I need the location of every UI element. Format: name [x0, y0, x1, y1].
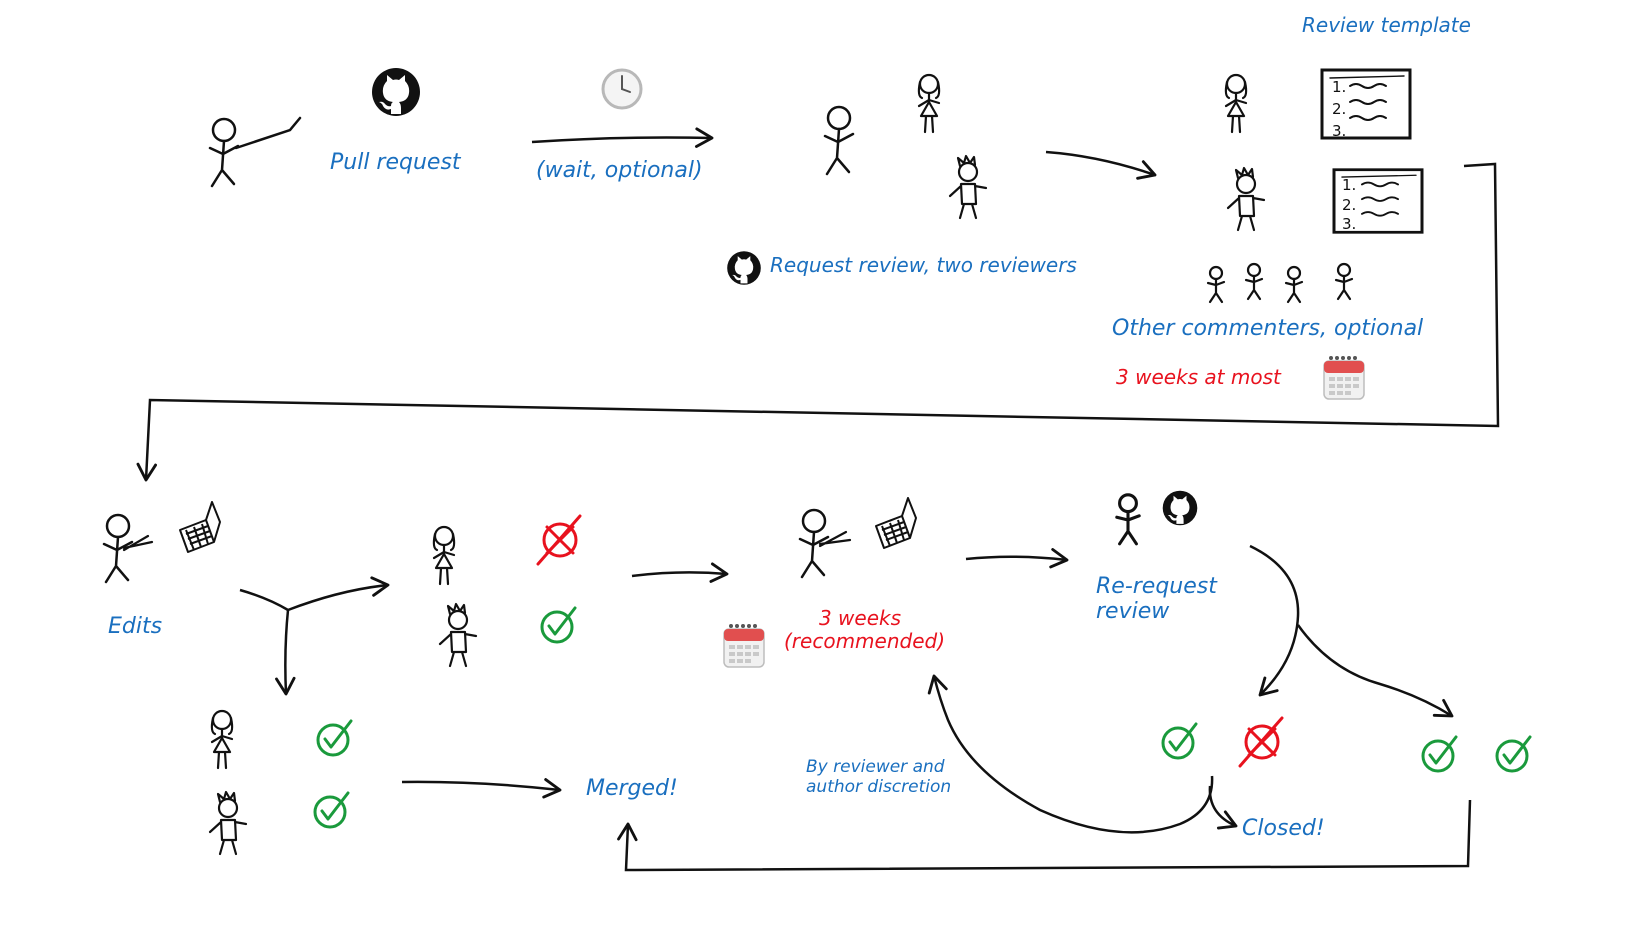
github-icon-rerequest [1162, 490, 1198, 526]
closed-label: Closed! [1242, 816, 1325, 841]
discretion-label: By reviewer and author discretion [806, 757, 952, 797]
crossed-out-icon [536, 514, 582, 566]
split-stem [239, 588, 289, 612]
rerequest-line-1: Re-request [1096, 574, 1217, 599]
author-figure [208, 117, 240, 188]
discretion-line-1: By reviewer and [806, 757, 945, 777]
arrow-to-rerequest [965, 548, 1069, 569]
checkmark-icon [540, 606, 577, 644]
template-1-item-1: 1. [1332, 78, 1346, 96]
template-paper-2: 1. 2. 3. [1332, 168, 1424, 234]
arrow-loop-back [927, 674, 1214, 834]
checkmark-icon-approved-2 [313, 791, 350, 829]
template-paper-1: 1. 2. 3. [1320, 68, 1412, 140]
commenter-figure-4 [1334, 262, 1354, 301]
arrow-to-review [1045, 150, 1157, 180]
laptop-icon-2 [875, 497, 917, 549]
author-revising-arms [818, 530, 852, 548]
recommended-label: (recommended) [784, 629, 946, 653]
reviewer-1-figure-mixed [432, 525, 456, 586]
three-weeks-at-most-label: 3 weeks at most [1116, 365, 1281, 389]
template-1-item-3: 3. [1332, 122, 1346, 140]
checkmark-icon-outcome-1 [1161, 722, 1198, 760]
arrow-to-mixed-review [287, 576, 390, 612]
arrow-return-to-merged [617, 799, 1472, 872]
discretion-line-2: author discretion [806, 776, 952, 797]
author-rerequest-figure [1115, 493, 1141, 546]
commenter-figure-2 [1244, 262, 1264, 301]
reviewer-2-figure [948, 154, 988, 220]
rerequest-review-label: Re-request review [1096, 574, 1217, 625]
arrow-to-split-outcome [1249, 544, 1300, 697]
other-commenters-label: Other commenters, optional [1112, 316, 1424, 341]
clock-icon [601, 68, 643, 110]
reviewer-2-figure-approved [208, 790, 248, 856]
reviewer-2-figure-mixed [438, 602, 478, 668]
pull-request-label: Pull request [330, 150, 461, 175]
laptop-icon [179, 501, 221, 553]
crossed-out-icon-outcome [1238, 716, 1284, 768]
rerequest-line-2: review [1096, 599, 1170, 625]
review-template-label: Review template [1302, 13, 1471, 37]
wait-optional-label: (wait, optional) [536, 158, 703, 183]
commenter-figure-1 [1206, 265, 1226, 304]
request-review-label: Request review, two reviewers [770, 253, 1077, 277]
template-2-item-3: 3. [1342, 215, 1356, 233]
arrow-to-approved [275, 609, 296, 696]
reviewer-1-figure-approved [210, 709, 234, 770]
arrow-to-approved-outcome [1296, 624, 1454, 718]
reviewer-1-figure [917, 73, 941, 134]
template-1-item-2: 2. [1332, 100, 1346, 118]
author-editing-arms [122, 534, 154, 552]
template-2-item-2: 2. [1342, 196, 1356, 214]
reviewer-2-figure-template [1226, 166, 1266, 232]
checkmark-icon-approved-1 [316, 719, 353, 757]
author-arm [234, 116, 302, 150]
checkmark-icon-outcome-3 [1495, 735, 1532, 773]
arrow-to-closed [1208, 785, 1238, 830]
commenter-figure-3 [1284, 265, 1304, 304]
edits-label: Edits [108, 614, 163, 639]
template-2-item-1: 1. [1342, 176, 1356, 194]
github-icon-small [727, 251, 761, 285]
checkmark-icon-outcome-2 [1421, 735, 1458, 773]
calendar-icon-2 [723, 623, 765, 668]
merged-label: Merged! [586, 776, 678, 801]
calendar-icon [1323, 355, 1365, 400]
author-figure-2 [823, 105, 855, 176]
three-weeks-recommended-label: 3 weeks (recommended) [784, 606, 946, 653]
three-weeks-label: 3 weeks [818, 606, 902, 630]
arrow-to-revise [631, 562, 729, 583]
arrow-wait [531, 127, 714, 148]
reviewer-1-figure-template [1224, 73, 1248, 134]
github-icon [372, 68, 420, 116]
arrow-to-merged [401, 778, 562, 799]
arrow-to-edits [136, 162, 1500, 482]
